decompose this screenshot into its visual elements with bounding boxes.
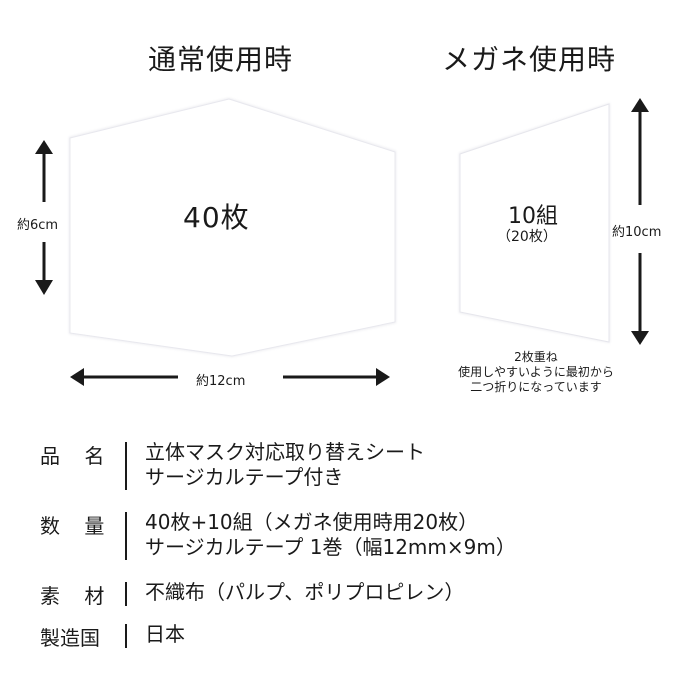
height-label-normal: 約6cm xyxy=(17,218,59,233)
sheet-pad-glasses xyxy=(459,103,610,343)
spec-row-country: 製造国 日本 xyxy=(0,622,700,650)
spec-divider xyxy=(125,582,127,606)
spec-value: サージカルテープ 1巻（幅12mm×9m） xyxy=(145,535,516,559)
height-arrow-normal xyxy=(35,140,53,295)
width-label-normal: 約12cm xyxy=(196,374,246,389)
spec-value: 立体マスク対応取り替えシート xyxy=(145,440,425,464)
product-illustration xyxy=(35,98,649,386)
spec-divider xyxy=(125,442,127,490)
heading-glasses-use: メガネ使用時 xyxy=(442,43,617,76)
spec-key: 品 名 xyxy=(40,444,114,468)
height-arrow-glasses xyxy=(631,98,649,345)
spec-divider xyxy=(125,512,127,560)
count-label-glasses: 10組 xyxy=(508,204,558,229)
fold-note: 2枚重ね 使用しやすいように最初から 二つ折りになっています xyxy=(426,350,646,395)
spec-value: 40枚+10組（メガネ使用時用20枚） xyxy=(145,510,479,534)
note-line: 使用しやすいように最初から xyxy=(458,365,614,379)
spec-key: 数 量 xyxy=(40,514,114,538)
heading-normal-use: 通常使用時 xyxy=(148,43,294,76)
spec-value: 日本 xyxy=(145,622,185,646)
width-arrow-normal xyxy=(70,368,390,386)
spec-divider xyxy=(125,624,127,648)
count-label-normal: 40枚 xyxy=(183,201,250,234)
height-label-glasses: 約10cm xyxy=(612,225,662,240)
spec-value: 不織布（パルプ、ポリプロピレン） xyxy=(145,580,465,604)
spec-row-product-name: 品 名 立体マスク対応取り替えシート サージカルテープ付き xyxy=(0,440,700,492)
sheet-pad-normal xyxy=(69,98,396,357)
spec-value: サージカルテープ付き xyxy=(145,465,344,489)
note-line: 2枚重ね xyxy=(514,350,558,364)
spec-row-material: 素 材 不織布（パルプ、ポリプロピレン） xyxy=(0,580,700,608)
spec-key: 素 材 xyxy=(40,584,114,608)
count-sub-label-glasses: （20枚） xyxy=(497,229,557,245)
spec-row-quantity: 数 量 40枚+10組（メガネ使用時用20枚） サージカルテープ 1巻（幅12m… xyxy=(0,510,700,562)
spec-key: 製造国 xyxy=(40,626,100,650)
note-line: 二つ折りになっています xyxy=(470,380,602,394)
